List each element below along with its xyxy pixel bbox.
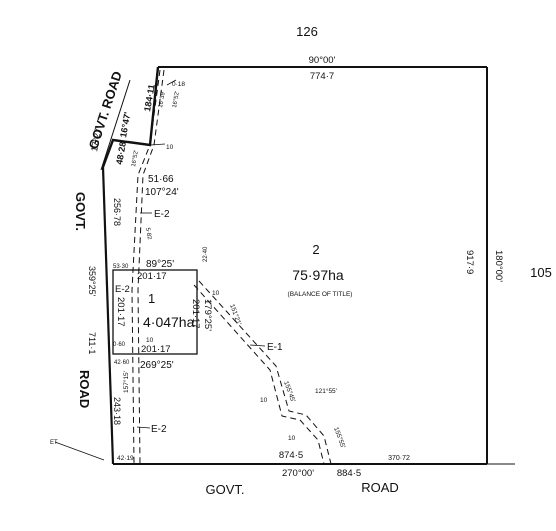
- chord-length: 51·66: [148, 174, 174, 185]
- west-small-2: 42·60: [114, 360, 130, 366]
- easement-e2-west: [131, 69, 165, 465]
- lot2-note: (BALANCE OF TITLE): [288, 291, 353, 298]
- road-label-west-1: GOVT.: [73, 192, 88, 231]
- west-small-3: 0·60: [113, 342, 126, 348]
- south-bearing: 270°00': [282, 468, 314, 479]
- diag-bearing-1: 16°39': [158, 91, 167, 109]
- lot1-bottom-length: 201·17: [141, 344, 171, 355]
- sw-corner: 42·19: [117, 455, 134, 462]
- diag-bearing-2: 16°52': [172, 91, 181, 109]
- nw-bearing-1: 16°47': [118, 111, 132, 138]
- easement-e2-label-upper: E-2: [154, 209, 170, 220]
- tick-10-a: 10: [166, 144, 174, 151]
- misc-bearing: 157°15': [122, 371, 130, 393]
- road-edge-line: [100, 79, 131, 171]
- ease-angle-1: 151°21': [228, 303, 243, 326]
- road-label-west-2: ROAD: [77, 370, 92, 408]
- east-length: 917·9: [464, 250, 475, 274]
- lot-1-boundary: [112, 269, 198, 355]
- nw-bearing-2: 17°27': [89, 125, 103, 152]
- nw-small: 0·18: [172, 81, 185, 88]
- lot1-right-length: 201·17: [190, 299, 201, 329]
- lot1-left-length: 201·17: [115, 297, 126, 327]
- south-small: 370·72: [388, 455, 410, 462]
- easement-e2-label-lower: E-2: [151, 424, 167, 435]
- north-length: 774·7: [310, 71, 334, 82]
- parcel-boundary: [101, 66, 488, 465]
- adjoining-lot-east: 105: [530, 265, 552, 280]
- nw-length-1: 48·28: [114, 141, 128, 165]
- west-lower-length-2: 243·18: [112, 397, 122, 425]
- lot1-bottom-bearing: 269°25': [140, 360, 174, 371]
- easement-width-2: 22·40: [203, 246, 209, 262]
- road-label-south-2: ROAD: [361, 480, 399, 495]
- lot1-left-bearing: 359°25': [87, 266, 97, 297]
- nw-small-chord: 16°52': [131, 150, 140, 168]
- lot2-extra-bearing: 179°25': [202, 299, 213, 331]
- easement-e1: [193, 280, 332, 465]
- south-length-2: 884·5: [337, 468, 361, 479]
- west-small-1: 53·30: [113, 264, 129, 270]
- tick-10-e: 10: [146, 337, 154, 344]
- road-label-south-1: GOVT.: [205, 482, 244, 497]
- south-length-1: 874·5: [279, 450, 303, 461]
- east-bearing: 180°00': [493, 250, 504, 282]
- easement-e1-label: E-1: [267, 342, 283, 353]
- lot1-top-bearing: 89°25': [146, 259, 174, 270]
- ease-angle-4: 155°55': [332, 426, 347, 449]
- tick-10-b: 10: [212, 290, 220, 297]
- adjoining-lot-north: 126: [296, 24, 318, 39]
- north-bearing: 90°00': [309, 55, 336, 66]
- misc-et: ET: [50, 440, 58, 446]
- tick-10-d: 10: [288, 435, 296, 442]
- ease-angle-2: 155°45': [282, 380, 297, 403]
- ease-angle-3: 121°55': [315, 387, 337, 395]
- lot2-number: 2: [312, 242, 319, 257]
- leader-lines: [54, 79, 266, 461]
- west-upper-length: 256·78: [112, 198, 122, 226]
- west-lower-length-1: 711·1: [87, 332, 97, 354]
- lot1-easement: E-2: [115, 284, 130, 295]
- easement-width-1: 5·82: [144, 227, 152, 241]
- chord-bearing: 107°24': [145, 187, 179, 198]
- west-boundary: [101, 166, 115, 465]
- nw-length-2: 184·11: [142, 83, 157, 112]
- tick-10-c: 10: [260, 397, 268, 404]
- lot1-area: 4·047ha: [143, 314, 195, 330]
- nw-corner-boundary: [101, 66, 160, 168]
- lot2-area: 75·97ha: [292, 267, 344, 283]
- lot1-number: 1: [148, 291, 155, 306]
- lot1-top-length: 201·17: [137, 271, 167, 282]
